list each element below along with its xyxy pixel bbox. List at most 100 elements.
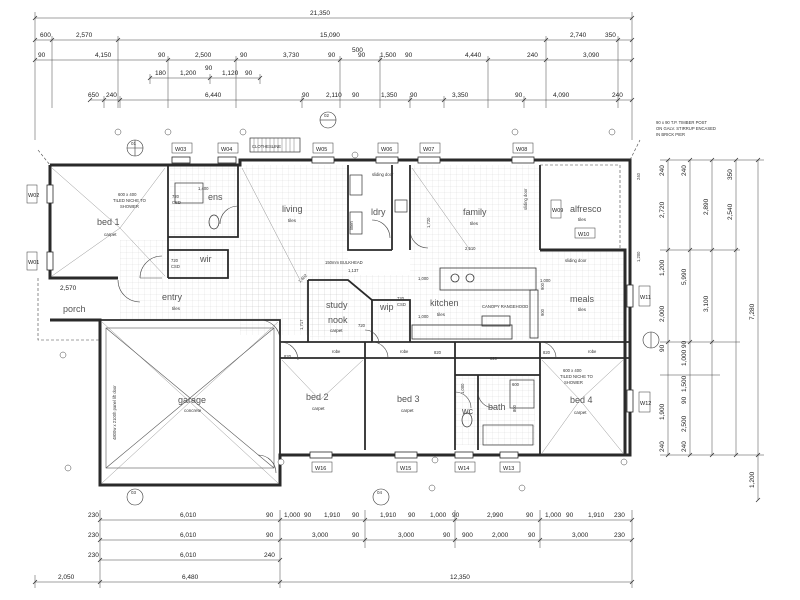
dim-label: 2,990 (487, 512, 504, 519)
note: 1,000 (418, 314, 429, 319)
room-label-bed4: bed 4 (570, 395, 593, 405)
dim-label: 2,890 (703, 198, 710, 215)
floor-label: carpet (574, 410, 587, 415)
dim-label: 4,440 (465, 52, 482, 59)
dim-label: 3,000 (312, 532, 329, 539)
door-swings (117, 205, 557, 474)
window-tag: W07 (423, 147, 434, 153)
room-label-study: study (326, 300, 348, 310)
dim-label: 3,100 (703, 295, 710, 312)
note: 4800w x 2100h panel lift door (112, 385, 117, 440)
dim-label: 90 (408, 512, 416, 519)
note: 600 (512, 382, 520, 387)
dim-label: 5,990 (681, 268, 688, 285)
window-openings (46, 156, 634, 459)
dim-label: 230 (88, 552, 99, 559)
note: robe (332, 349, 341, 354)
section-marker-label: 01 (131, 141, 137, 146)
floor-label: carpet (330, 328, 343, 333)
dim-label: 6,440 (205, 92, 222, 99)
room-label-meals: meals (570, 294, 595, 304)
dim-label: 1,910 (324, 512, 341, 519)
floor-label: tiles (470, 221, 479, 226)
dim-label: 90 (205, 65, 213, 72)
window-tag: W15 (400, 466, 411, 472)
note: 600 x 400 (563, 368, 582, 373)
floor-label: tiles (172, 306, 181, 311)
bottom-dimension-ticks (32, 517, 635, 585)
tiled-floor-areas (120, 165, 625, 445)
note: 1,602 (297, 272, 308, 283)
dim-label: 1,500 (380, 52, 397, 59)
note: 720 (171, 258, 179, 263)
room-label-wc: wc (461, 406, 473, 416)
right-dimension-chains (660, 159, 764, 500)
window-tag: W01 (28, 260, 39, 266)
room-label-bed3: bed 3 (397, 394, 420, 404)
dim-label: 6,010 (180, 512, 197, 519)
note: 720 (172, 194, 180, 199)
dim-label: 1,350 (381, 92, 398, 99)
window-tag: W05 (316, 147, 327, 153)
section-marker-label: 04 (377, 490, 383, 495)
note: 2,570 (60, 285, 77, 292)
dim-label: 90 (681, 340, 688, 348)
garage-inner-box (105, 327, 275, 469)
grid-bubbles (59, 128, 628, 492)
note: 820 (284, 354, 292, 359)
note: CSD (171, 264, 180, 269)
dim-label: 3,350 (452, 92, 469, 99)
floor-label: carpet (401, 408, 414, 413)
dim-label: 90 (302, 92, 310, 99)
window-tag: W10 (578, 232, 589, 238)
dim-label: 240 (527, 52, 538, 59)
dim-label: 4,150 (95, 52, 112, 59)
roof-hip-lines (51, 167, 624, 484)
dim-label: 230 (88, 532, 99, 539)
dim-label: 15,090 (320, 32, 340, 39)
room-label-living: living (282, 204, 303, 214)
dim-label: 1,000 (284, 512, 301, 519)
dim-right-total: 7,280 (749, 303, 756, 320)
window-tag: W12 (640, 401, 651, 407)
note: 1,137 (348, 268, 359, 273)
dim-label: 1,910 (380, 512, 397, 519)
dim-label: 90 (266, 532, 274, 539)
dim-label: 1,120 (222, 70, 239, 77)
room-label-bed1: bed 1 (97, 217, 120, 227)
dim-label: 240 (681, 165, 688, 176)
window-tag: W08 (516, 147, 527, 153)
dim-label: 90 (38, 52, 46, 59)
dim-label: 90 (352, 532, 360, 539)
top-dimension-ticks (32, 15, 635, 103)
note: TILED NICHE TO (560, 374, 594, 379)
dim-label: 6,010 (180, 532, 197, 539)
dim-label: 90 (352, 92, 360, 99)
dim-label: 3,090 (583, 52, 600, 59)
dim-label: 3,730 (283, 52, 300, 59)
internal-walls (100, 165, 630, 485)
note: IN BRICK PIER (656, 132, 685, 137)
dim-label: 90 (443, 532, 451, 539)
note: 820 (434, 350, 442, 355)
dim-label: 240 (612, 92, 623, 99)
note: 1,400 (198, 186, 209, 191)
dim-label: 2,570 (76, 32, 93, 39)
note: CLOTHESLINE (252, 144, 281, 149)
dim-label: 90 (266, 512, 274, 519)
dim-label: 90 (410, 92, 418, 99)
dim-label: 6,010 (180, 552, 197, 559)
dim-label: 1,000 (430, 512, 447, 519)
dim-label: 2,500 (195, 52, 212, 59)
dim-label: 2,050 (58, 574, 75, 581)
dim-label: 240 (659, 165, 666, 176)
dim-label: 90 (526, 512, 534, 519)
window-tag: W02 (28, 193, 39, 199)
dim-label: 1,000 (681, 349, 688, 366)
dim-label: 3,000 (398, 532, 415, 539)
dim-label: 240 (659, 441, 666, 452)
floor-finish-labels: tiles tiles tiles tiles tiles tiles carp… (104, 217, 587, 415)
kitchen-bench (411, 267, 539, 340)
dim-label: 1,200 (749, 471, 756, 488)
